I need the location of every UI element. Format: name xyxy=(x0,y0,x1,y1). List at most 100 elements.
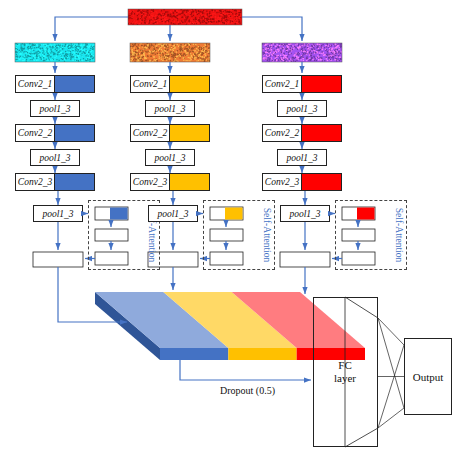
signal-noise xyxy=(72,56,73,57)
signal-noise xyxy=(135,59,136,60)
signal-noise xyxy=(222,10,223,11)
signal-noise xyxy=(136,50,137,51)
signal-noise xyxy=(201,58,202,59)
signal-noise xyxy=(238,14,239,15)
signal-noise xyxy=(50,56,51,57)
signal-noise xyxy=(42,50,43,51)
signal-noise xyxy=(232,19,233,20)
signal-noise xyxy=(153,46,154,47)
signal-noise xyxy=(152,49,153,50)
signal-noise xyxy=(77,57,78,58)
signal-noise xyxy=(208,53,209,54)
signal-noise xyxy=(167,44,168,45)
signal-noise xyxy=(82,50,83,51)
signal-noise xyxy=(163,15,164,16)
signal-noise xyxy=(156,12,157,13)
signal-noise xyxy=(81,45,82,46)
signal-noise xyxy=(180,47,181,48)
signal-noise xyxy=(88,57,89,58)
signal-noise xyxy=(210,17,211,18)
signal-noise xyxy=(311,58,312,59)
signal-noise xyxy=(206,50,207,51)
signal-noise xyxy=(334,50,335,51)
signal-noise xyxy=(59,45,60,46)
signal-noise xyxy=(227,11,228,12)
signal-noise xyxy=(141,57,142,58)
signal-noise xyxy=(171,16,172,17)
signal-noise xyxy=(54,43,55,44)
signal-noise xyxy=(79,59,80,60)
signal-noise xyxy=(43,44,44,45)
signal-noise xyxy=(189,15,190,16)
signal-noise xyxy=(176,60,177,61)
signal-noise xyxy=(225,16,226,17)
signal-noise xyxy=(280,57,281,58)
signal-noise xyxy=(45,51,46,52)
signal-noise xyxy=(64,58,65,59)
signal-noise xyxy=(48,55,49,56)
signal-noise xyxy=(146,60,147,61)
signal-noise xyxy=(134,13,135,14)
signal-noise xyxy=(200,15,201,16)
signal-noise xyxy=(204,57,205,58)
signal-noise xyxy=(88,43,89,44)
signal-noise xyxy=(162,53,163,54)
signal-noise xyxy=(146,47,147,48)
signal-noise xyxy=(151,52,152,53)
signal-noise xyxy=(20,44,21,45)
signal-noise xyxy=(159,21,160,22)
signal-noise xyxy=(198,20,199,21)
signal-noise xyxy=(28,46,29,47)
signal-noise xyxy=(46,45,47,46)
signal-noise xyxy=(16,54,17,55)
signal-noise xyxy=(138,48,139,49)
signal-noise xyxy=(81,60,82,61)
signal-noise xyxy=(64,61,65,62)
signal-noise xyxy=(40,52,41,53)
signal-noise xyxy=(81,48,82,49)
signal-noise xyxy=(155,21,156,22)
signal-noise xyxy=(136,51,137,52)
signal-noise xyxy=(327,51,328,52)
signal-noise xyxy=(137,15,138,16)
signal-noise xyxy=(219,22,220,23)
signal-noise xyxy=(60,48,61,49)
signal-noise xyxy=(240,10,241,11)
signal-noise xyxy=(179,57,180,58)
signal-noise xyxy=(212,13,213,14)
signal-noise xyxy=(177,20,178,21)
signal-noise xyxy=(15,48,16,49)
signal-noise xyxy=(50,59,51,60)
signal-noise xyxy=(130,46,131,47)
signal-noise xyxy=(318,50,319,51)
signal-noise xyxy=(187,17,188,18)
signal-noise xyxy=(209,60,210,61)
signal-noise xyxy=(60,43,61,44)
signal-noise xyxy=(154,46,155,47)
signal-noise xyxy=(32,45,33,46)
signal-noise xyxy=(62,57,63,58)
signal-noise xyxy=(201,13,202,14)
signal-noise xyxy=(60,46,61,47)
signal-noise xyxy=(151,51,152,52)
signal-noise xyxy=(156,59,157,60)
signal-noise xyxy=(57,52,58,53)
signal-noise xyxy=(164,59,165,60)
signal-noise xyxy=(138,54,139,55)
signal-noise xyxy=(157,53,158,54)
signal-noise xyxy=(197,53,198,54)
signal-noise xyxy=(236,13,237,14)
signal-noise xyxy=(129,24,130,25)
signal-noise xyxy=(236,22,237,23)
signal-noise xyxy=(24,44,25,45)
signal-noise xyxy=(132,55,133,56)
signal-noise xyxy=(190,58,191,59)
signal-noise xyxy=(70,59,71,60)
signal-noise xyxy=(192,48,193,49)
signal-noise xyxy=(337,44,338,45)
signal-noise xyxy=(183,55,184,56)
signal-noise xyxy=(142,15,143,16)
signal-noise xyxy=(38,49,39,50)
signal-noise xyxy=(143,53,144,54)
signal-noise xyxy=(224,17,225,18)
